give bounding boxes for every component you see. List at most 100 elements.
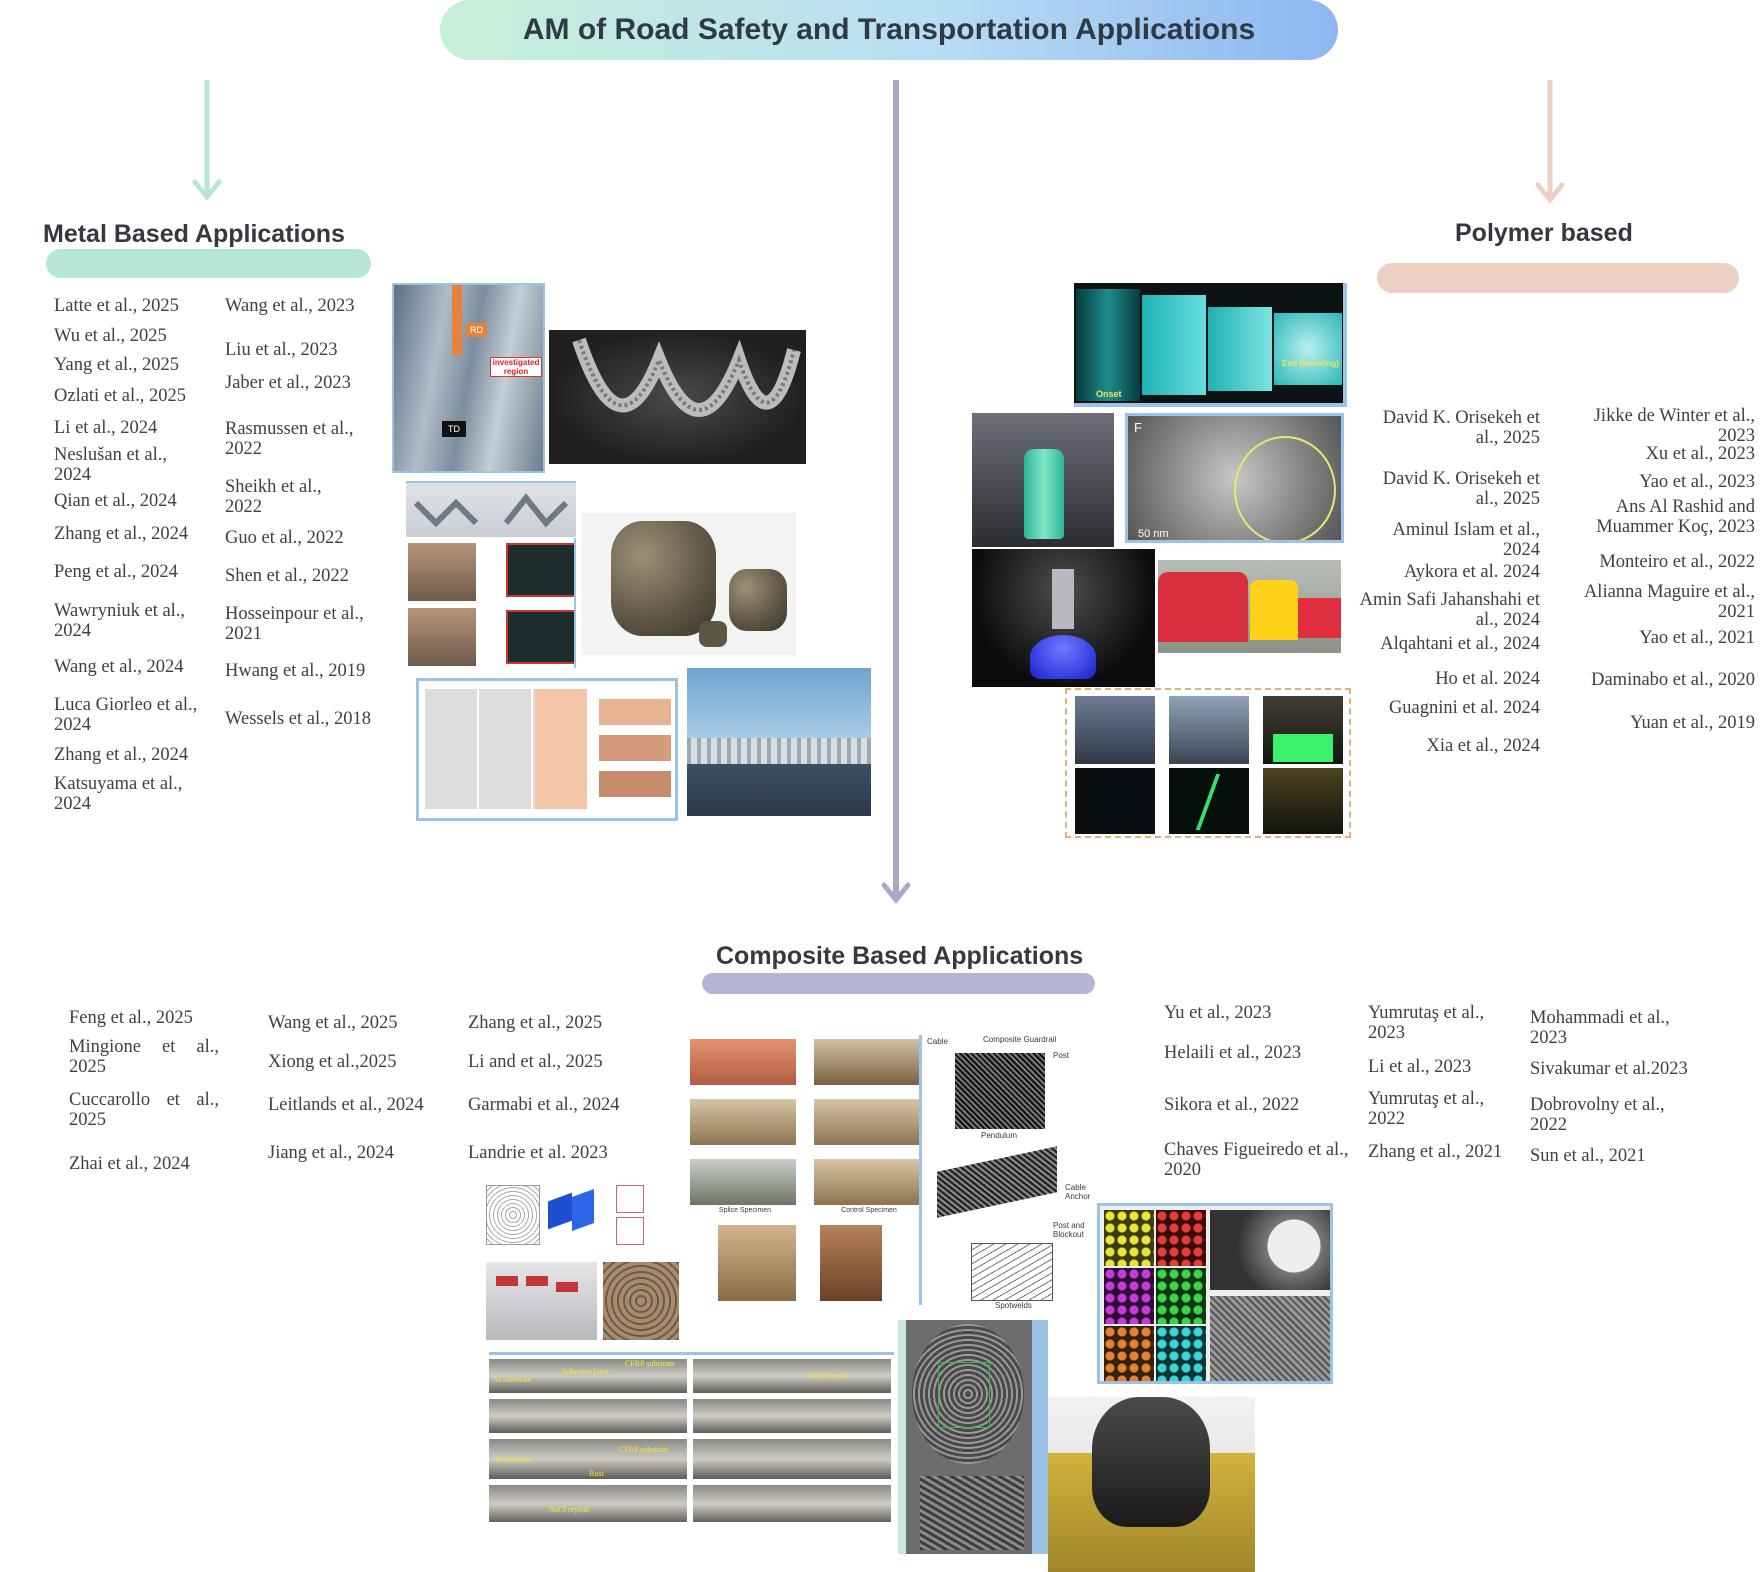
polymer-ref: Guagnini et al. 2024: [1388, 698, 1540, 718]
polymer-ref: Monteiro et al., 2022: [1599, 552, 1755, 572]
specimen-images: [406, 538, 576, 668]
composite-ref: Zhang et al., 2021: [1368, 1142, 1503, 1162]
composite-ref: Landrie et al. 2023: [468, 1143, 608, 1163]
polymer-ref: Aminul Islam et al., 2024: [1392, 520, 1540, 560]
polymer-ref: David K. Orisekeh et al., 2025: [1382, 469, 1540, 509]
gyroid-lattice-image: [581, 513, 796, 655]
metal-ref: Hwang et al., 2019: [225, 661, 366, 681]
metal-ref: Luca Giorleo et al., 2024: [54, 695, 198, 735]
composite-ref: Li et al., 2023: [1368, 1057, 1472, 1077]
polymer-ref: Aykora et al. 2024: [1404, 562, 1540, 582]
composite-ref: Xiong et al.,2025: [268, 1052, 397, 1072]
composite-ref: Zhang et al., 2025: [468, 1013, 603, 1033]
composite-heading-bar: [702, 973, 1095, 994]
metal-ref: Guo et al., 2022: [225, 528, 344, 548]
polymer-ref: Yao et al., 2023: [1639, 472, 1755, 492]
metal-ref: Rasmussen et al., 2022: [225, 419, 354, 459]
fracture-surface-image: [898, 1320, 1048, 1554]
polymer-ref: Amin Safi Jahanshahi et al., 2024: [1359, 590, 1540, 630]
composite-ref: Feng et al., 2025: [69, 1008, 193, 1028]
metal-ref: Katsuyama et al., 2024: [54, 774, 183, 814]
composite-ref: Cuccarollo et al., 2025: [69, 1090, 219, 1130]
composite-ref: Sivakumar et al.2023: [1530, 1059, 1688, 1079]
metal-ref: Wessels et al., 2018: [225, 709, 371, 729]
composite-ref: Garmabi et al., 2024: [468, 1095, 620, 1115]
polymer-ref: David K. Orisekeh et al., 2025: [1382, 408, 1540, 448]
metal-ref: Zhang et al., 2024: [54, 524, 189, 544]
lattice-shape: [572, 337, 801, 417]
traffic-barrier-image: [1158, 560, 1341, 653]
polymer-ref: Jikke de Winter et al., 2023: [1593, 406, 1755, 446]
metal-ref: Sheikh et al., 2022: [225, 477, 322, 517]
splice-specimen-images: Splice Specimen Control Specimen: [688, 1035, 922, 1305]
metal-ref: Ozlati et al., 2025: [54, 386, 187, 406]
polymer-ref: Yuan et al., 2019: [1630, 713, 1755, 733]
microstructure-diagram-image: [416, 678, 678, 821]
composite-ref: Dobrovolny et al., 2022: [1530, 1095, 1665, 1135]
composite-ref: Mingione et al., 2025: [69, 1037, 219, 1077]
polymer-ref: Daminabo et al., 2020: [1591, 670, 1755, 690]
metal-ref: Li et al., 2024: [54, 418, 158, 438]
joint-cross-section-images: Al substrate Adhesive layer CFRP substra…: [489, 1352, 894, 1522]
metal-ref: Peng et al., 2024: [54, 562, 178, 582]
sem-image: F 50 nm: [1125, 413, 1344, 543]
composite-ref: Chaves Figueiredo et al., 2020: [1164, 1140, 1349, 1180]
composite-ref: Sun et al., 2021: [1530, 1146, 1646, 1166]
delta-printer-image: [972, 549, 1155, 687]
metal-ref: Yang et al., 2025: [54, 355, 180, 375]
polymer-ref: Alqahtani et al., 2024: [1380, 634, 1540, 654]
polymer-heading: Polymer based: [1455, 219, 1633, 247]
metal-ref: Wawryniuk et al., 2024: [54, 601, 186, 641]
composite-ref: Li and et al., 2025: [468, 1052, 603, 1072]
main-title: AM of Road Safety and Transportation App…: [440, 0, 1338, 60]
metal-ref: Liu et al., 2023: [225, 340, 338, 360]
rail-profile-image: RD investigated region TD: [392, 283, 545, 473]
metal-ref: Neslušan et al., 2024: [54, 445, 168, 485]
metal-arrow-head: [192, 179, 222, 202]
composite-ref: Jiang et al., 2024: [268, 1143, 394, 1163]
composite-heading: Composite Based Applications: [716, 942, 1084, 970]
composite-ref: Wang et al., 2025: [268, 1013, 398, 1033]
polymer-ref: Alianna Maguire et al., 2021: [1583, 582, 1755, 622]
metal-ref: Shen et al., 2022: [225, 566, 349, 586]
compression-sequence-image: Onset End (barreling): [1074, 283, 1347, 407]
metal-ref: Zhang et al., 2024: [54, 745, 189, 765]
metal-ref: Wu et al., 2025: [54, 326, 167, 346]
lattice-design-diagram: [484, 1183, 676, 1277]
composite-guardrail-diagram: Cable Composite Guardrail Post Pendulum …: [925, 1033, 1110, 1323]
metal-ref: Jaber et al., 2023: [225, 373, 351, 393]
composite-arrow-head: [881, 882, 911, 905]
polymer-ref: Ans Al Rashid and Muammer Koç, 2023: [1596, 497, 1755, 537]
composite-ref: Helaili et al., 2023: [1164, 1043, 1302, 1063]
textured-panel-image: [603, 1262, 679, 1340]
luminous-road-marking-images: [1065, 688, 1351, 838]
red-barrier-wall-image: [486, 1262, 597, 1340]
composite-ref: Leitlands et al., 2024: [268, 1095, 424, 1115]
metal-heading: Metal Based Applications: [43, 220, 345, 248]
composite-ref: Yu et al., 2023: [1164, 1003, 1272, 1023]
composite-ref: Yumrutaş et al., 2022: [1368, 1089, 1485, 1129]
sandwich-panel-image: [406, 481, 576, 537]
metal-ref: Hosseinpour et al., 2021: [225, 604, 364, 644]
printer-green-part-image: [972, 413, 1114, 547]
composite-ref: Yumrutaş et al., 2023: [1368, 1003, 1485, 1043]
metal-ref: Latte et al., 2025: [54, 296, 179, 316]
noise-barrier-image: [687, 668, 871, 816]
composite-ref: Zhai et al., 2024: [69, 1154, 190, 1174]
polymer-ref: Yao et al., 2021: [1639, 628, 1755, 648]
printed-motorcycle-fairing-image: [1048, 1397, 1255, 1572]
polymer-ref: Ho et al. 2024: [1435, 669, 1540, 689]
polymer-heading-bar: [1377, 263, 1739, 293]
metal-ref: Wang et al., 2023: [225, 296, 355, 316]
metal-ref: Qian et al., 2024: [54, 491, 177, 511]
polymer-ref: Xu et al., 2023: [1645, 444, 1755, 464]
polymer-arrow-head: [1535, 182, 1565, 205]
composite-ref: Sikora et al., 2022: [1164, 1095, 1300, 1115]
eds-mapping-image: [1097, 1203, 1333, 1384]
lattice-bracket-image: [549, 330, 806, 464]
composite-ref: Mohammadi et al., 2023: [1530, 1008, 1670, 1048]
polymer-ref: Xia et al., 2024: [1426, 736, 1540, 756]
metal-ref: Wang et al., 2024: [54, 657, 184, 677]
metal-heading-bar: [46, 249, 371, 278]
